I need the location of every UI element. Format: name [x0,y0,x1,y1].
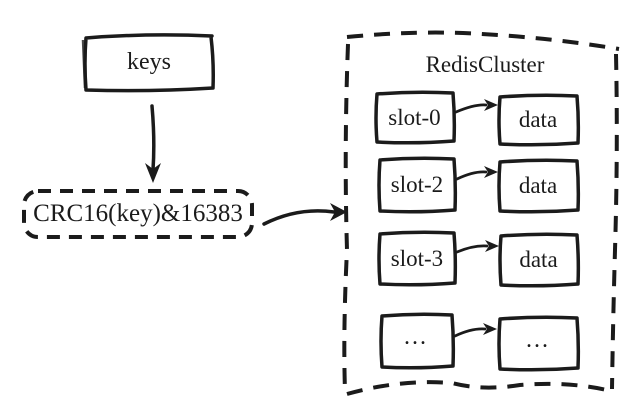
data-box-1 [497,158,581,214]
cluster-title: RedisCluster [425,52,545,77]
data-label-3: ... [526,326,550,353]
data-box-2 [498,232,581,288]
arrow-slotdots-to-data [453,327,487,338]
arrow-slot2-to-data-head [484,166,498,178]
arrow-slot3-to-data [455,244,489,254]
slot-box-2 [377,230,458,287]
slot-box-3 [379,312,456,370]
hash-function-label: CRC16(key)&16383 [33,200,243,227]
arrow-slot2-to-data [455,170,488,181]
arrow-slot3-to-data-head [485,240,499,252]
arrow-hash-to-cluster-head [330,203,347,221]
cluster-container [342,30,620,396]
arrow-slot0-to-data [454,103,488,114]
cluster-border-bottom [346,380,612,396]
slot-label-1: slot-2 [390,172,444,197]
arrow-keys-to-hash-head [145,163,161,183]
data-box-0 [497,93,581,147]
cluster-border-right [610,53,619,390]
arrow-keys-to-hash [150,104,156,172]
slot-label-2: slot-3 [390,245,444,271]
keys-box-sketch-stroke [81,39,87,89]
data-box-3 [497,315,581,372]
slot-label-0: slot-0 [388,104,441,130]
data-label-2: data [519,247,558,272]
slot-box-1 [377,156,458,214]
arrow-slotdots-to-data-head [483,323,497,335]
keys-label: keys [127,49,171,75]
slot-label-3: ... [404,324,428,350]
arrow-hash-to-cluster [262,209,336,226]
arrow-slot0-to-data-head [484,99,498,111]
data-label-0: data [518,107,558,132]
cluster-border-top [346,30,620,51]
hash-box [22,189,254,239]
slot-box-0 [374,90,457,145]
cluster-border-left [342,43,350,392]
data-label-1: data [518,173,558,198]
